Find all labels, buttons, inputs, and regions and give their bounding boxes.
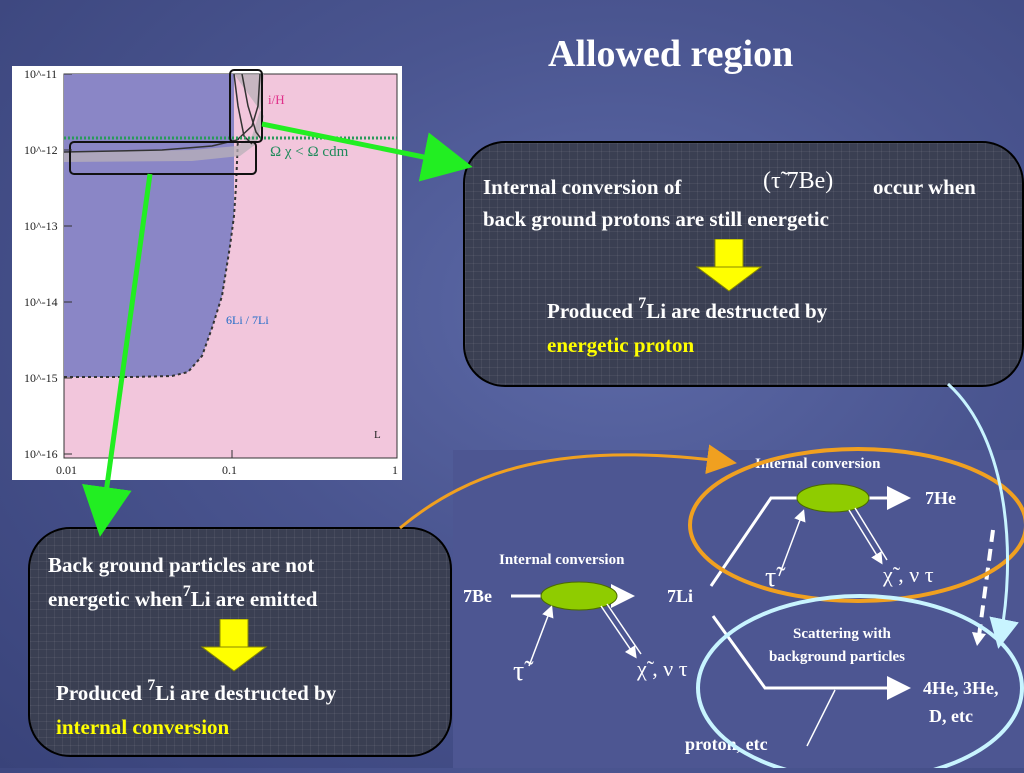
allowed-region-plot: 10^-11 10^-12 10^-13 10^-14 10^-15 10^-1… [12,66,402,480]
down-arrow-bottom [200,619,268,672]
result-suffix: Li are destructed by [646,299,828,323]
callout-top-line1-end: occur when [873,175,976,199]
callout-bottom-line1: Back ground particles are not [48,553,315,577]
callout-bottom-highlight: internal conversion [56,715,230,739]
stau-line-top [778,509,806,577]
y-tick-label: 10^-14 [24,295,58,309]
callout-background-not-energetic: Back ground particles are not energetic … [28,527,452,757]
li6-li7-boundary [64,137,239,378]
result-sup: 7 [147,677,156,694]
callout-bottom-result: Produced 7Li are destructed by [56,677,336,712]
be7-label: 7Be [463,586,492,606]
ic-label-top: Internal conversion [755,456,881,472]
corner-label: L [374,429,381,441]
omega-label: Ω χ < Ω cdm [270,144,349,160]
callout-top-line2: back ground protons are still energetic [483,207,829,231]
feynman-diagrams: Internal conversion 7Be 7Li τ̃ χ̃ , ν τ … [453,450,1024,768]
products-label-top: χ̃ , ν τ [882,562,934,587]
y-tick-label: 10^-16 [24,447,58,461]
product-line-d [854,507,888,561]
li-h-label: i/H [268,92,285,107]
proton-line [806,689,836,747]
he-products-label: 4He, 3He, [923,678,998,698]
result-prefix: Produced [547,299,633,323]
products-label-left: χ̃ , ν τ [636,656,688,681]
diagram-svg: Internal conversion 7Be 7Li τ̃ χ̃ , ν τ … [463,456,998,754]
li6-li7-label: 6Li / 7Li [226,313,269,327]
proton-etc-label: proton, etc [685,734,768,754]
x-tick-label: 1 [392,463,398,477]
callout-top-result: Produced 7Li are destructed by [547,295,827,330]
line2-sup: 7 [182,583,191,600]
callout-bottom-line2: energetic when7Li are emitted [48,583,317,618]
plot-svg: 10^-11 10^-12 10^-13 10^-14 10^-15 10^-1… [24,67,398,477]
product-line-a [600,605,637,659]
y-ticks [64,73,398,458]
li7-label: 7Li [667,586,693,606]
x-tick-label: 0.1 [222,463,237,477]
y-tick-label: 10^-13 [24,219,58,233]
result-suffix: Li are destructed by [155,681,337,705]
x-tick-label: 0.01 [56,463,77,477]
dashed-arrow-head [972,632,986,646]
line2-prefix: energetic when [48,587,183,611]
product-line-c [848,509,883,565]
callout-top-highlight: energetic proton [547,333,695,357]
highlight-box-left [69,141,257,175]
d-etc-label: D, etc [929,706,973,726]
result-prefix: Produced [56,681,142,705]
stau-line-left [528,605,554,667]
ic-label-left: Internal conversion [499,552,625,568]
callout-internal-conversion-energetic: Internal conversion of (τ̃ 7Be) occur wh… [463,141,1024,387]
callout-top-line1-text: Internal conversion of [483,171,681,203]
scattering-line2: background particles [769,649,905,665]
li-h-curve-a [233,73,253,145]
he7-label: 7He [925,488,956,508]
product-line-b [606,603,642,655]
dashed-arrow [977,529,995,637]
scattering-line1: Scattering with [793,626,892,642]
omega-curve [63,73,261,153]
excluded-region [64,74,234,377]
vertex-blob-top [796,483,870,513]
y-tick-labels: 10^-11 10^-12 10^-13 10^-14 10^-15 10^-1… [24,67,58,461]
y-tick-label: 10^-11 [24,67,57,81]
li-h-curve-b [241,73,263,141]
stau-be7-formula: (τ̃ 7Be) [763,168,834,194]
callout-top-line1: Internal conversion of [483,175,682,199]
down-arrow-top [695,239,763,292]
y-tick-label: 10^-12 [24,143,58,157]
vertex-blob-left [540,581,618,611]
result-sup: 7 [638,295,647,312]
line2-suffix: Li are emitted [190,587,318,611]
slide-title: Allowed region [548,33,794,75]
y-tick-label: 10^-15 [24,371,58,385]
x-tick-labels: 0.01 0.1 1 [56,463,398,477]
